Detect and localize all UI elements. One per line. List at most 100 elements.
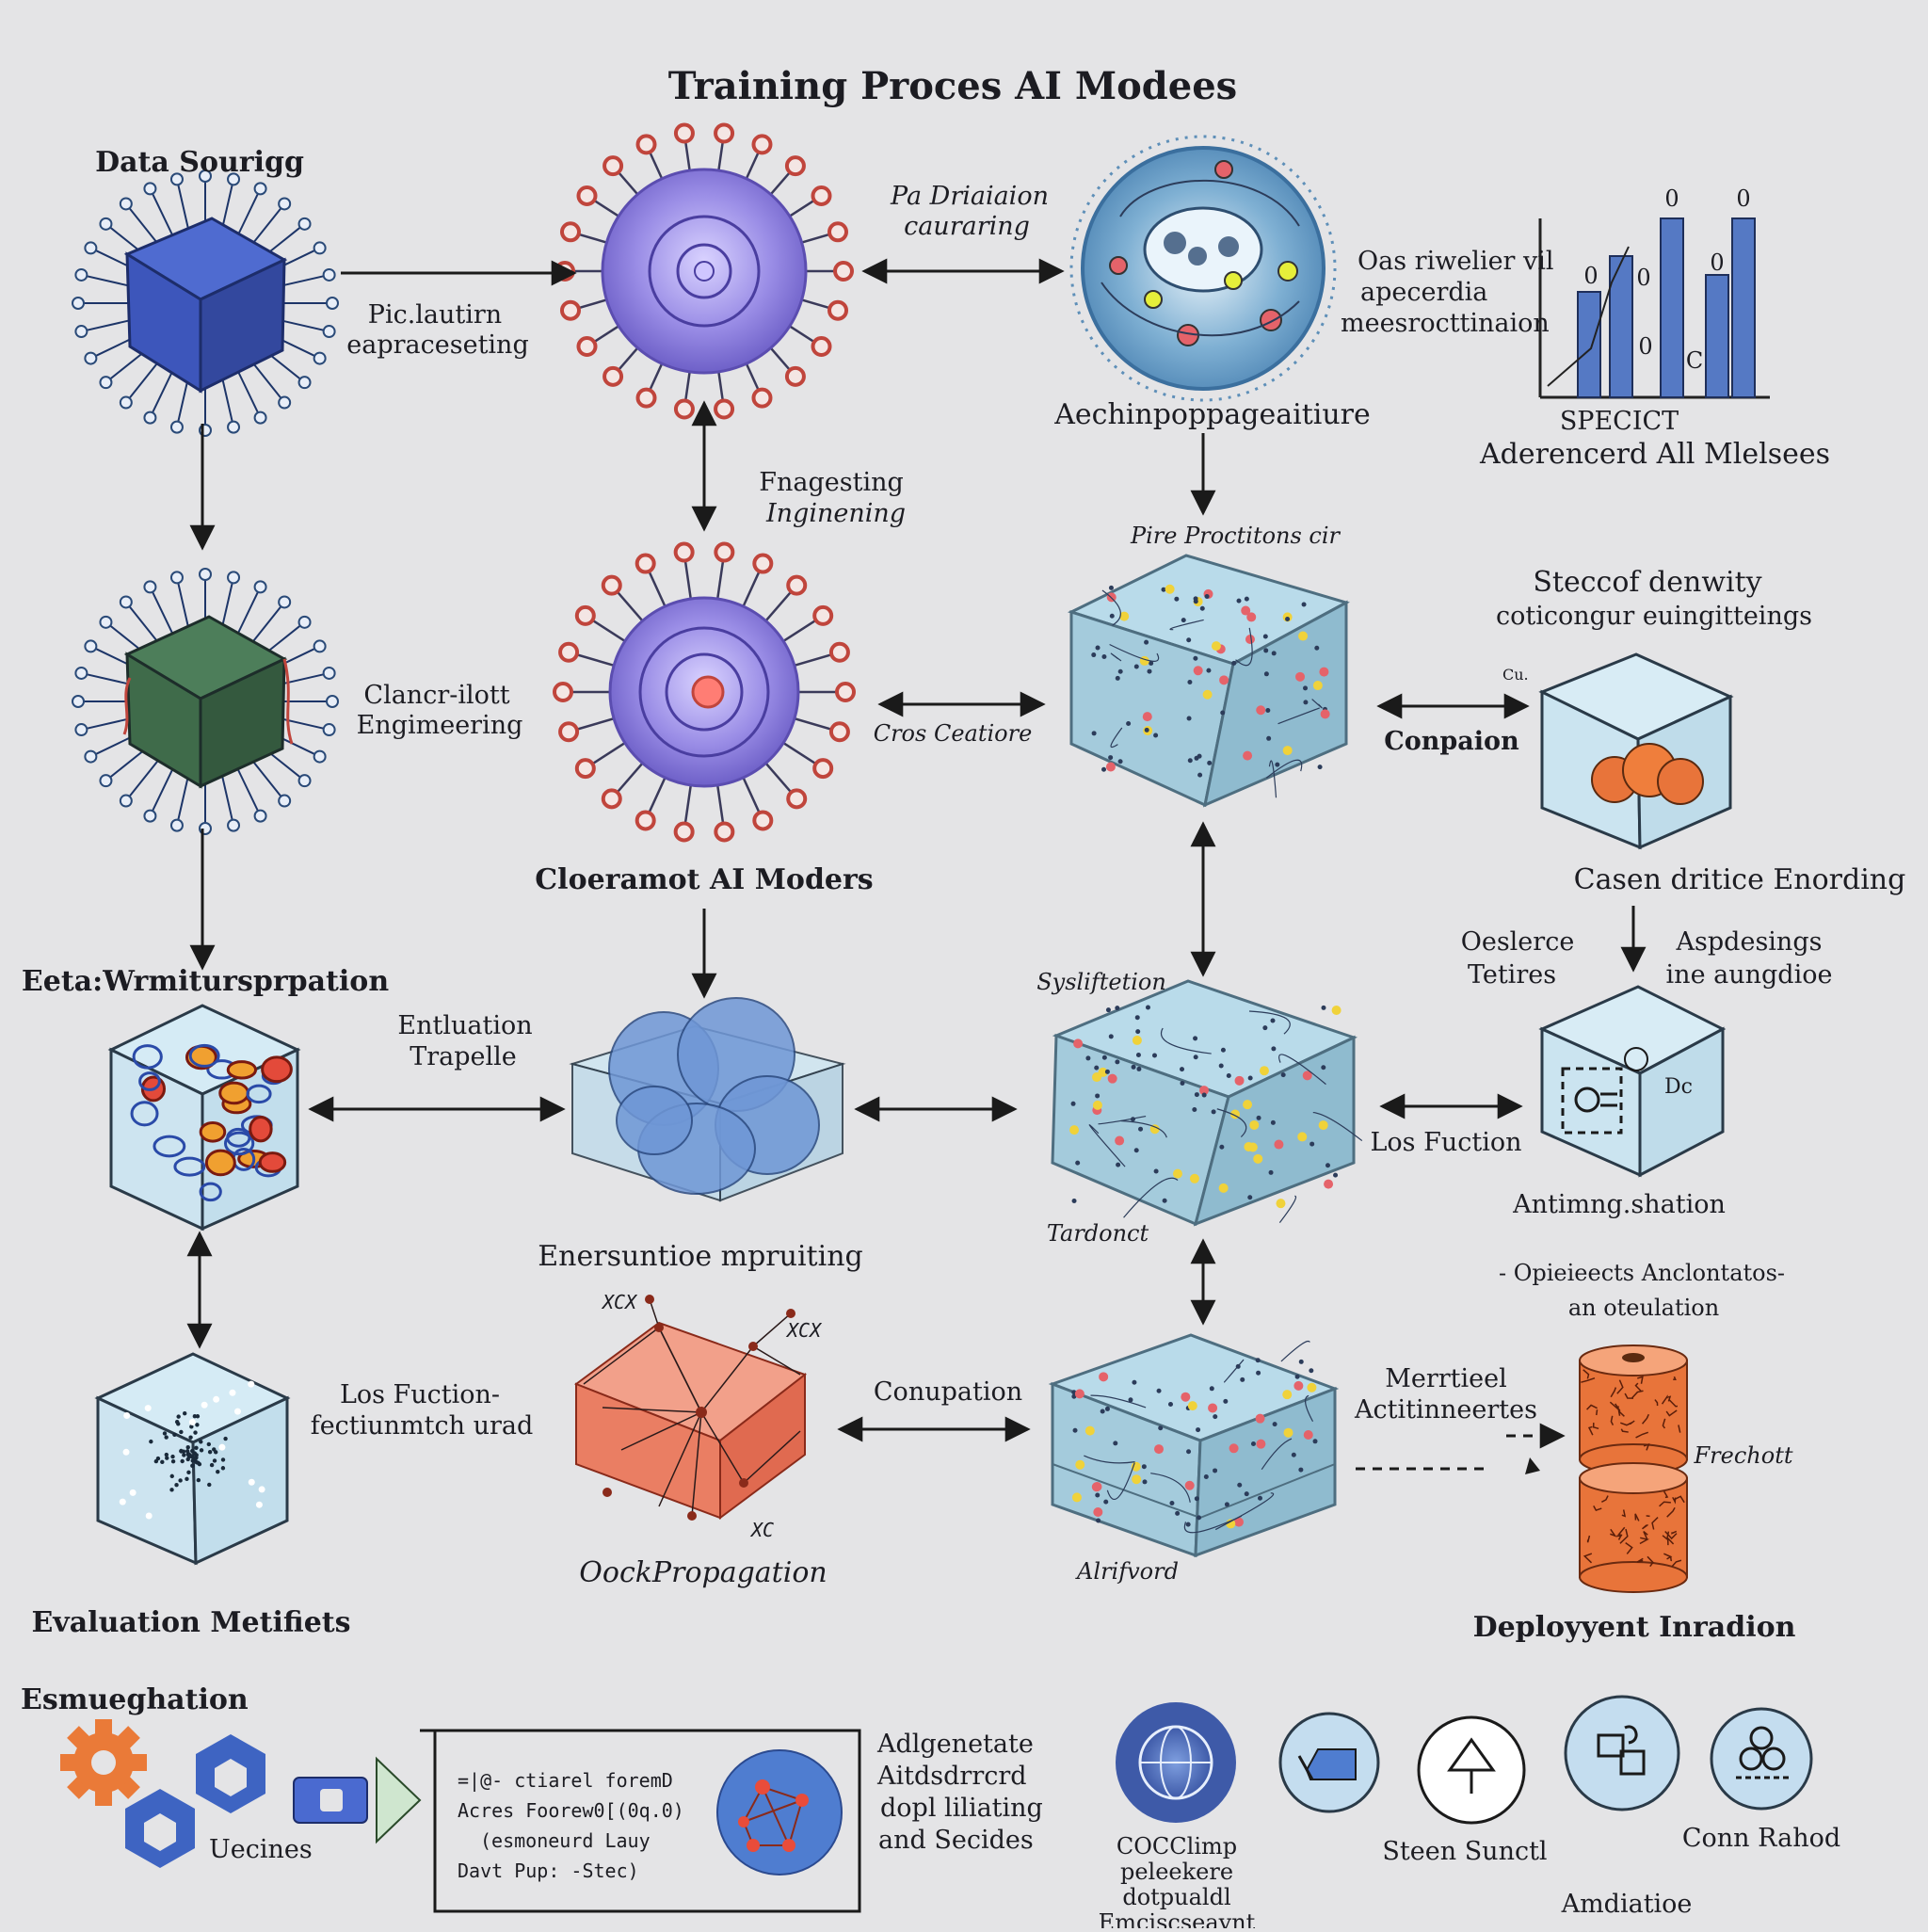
label-loss2-2: fectiunmtch urad (310, 1411, 534, 1441)
folder-icon (1278, 1712, 1380, 1813)
hexagon-icons (125, 1734, 265, 1868)
syslifetion-cube (1051, 979, 1363, 1227)
label-cluster-eng-2: Engimeering (356, 711, 523, 740)
connector-icon (293, 1756, 422, 1844)
label-cross: Cros Ceatiore (873, 720, 1033, 747)
label-metrics-act-2: Actitinneertes (1355, 1395, 1537, 1425)
chart-mark-3: 0 (1664, 185, 1679, 212)
label-anti: Antimng.shation (1513, 1190, 1726, 1219)
label-loss-function: Los Fuction (1370, 1128, 1522, 1157)
label-comparison: Conpaion (1384, 727, 1519, 756)
preprocessing-virus (554, 122, 854, 420)
chart-mark-7: C (1685, 347, 1704, 374)
chart-mark-2: 0 (1636, 265, 1651, 291)
label-data-source: Data Sourigg (95, 146, 304, 179)
label-encoding: Casen dritice Enording (1573, 863, 1906, 896)
code-line-3: (esmoneurd Lauy (480, 1829, 651, 1852)
label-meta: Eeta:Wrmitursprpation (21, 965, 390, 998)
note-line-4: and Secides (878, 1826, 1034, 1855)
icon3-label: Steen Sunctl (1382, 1837, 1548, 1866)
label-density-2: coticongur euingitteings (1496, 602, 1812, 631)
code-line-2: Acres Foorew0[(0q.0) (458, 1799, 684, 1822)
label-frechott: Frechott (1694, 1442, 1793, 1469)
label-computation: Conupation (873, 1377, 1023, 1407)
warning-icon (1417, 1715, 1526, 1825)
puzzle-icon (1564, 1695, 1680, 1811)
label-eval-pipeline-1: Entluation (397, 1011, 533, 1040)
label-model-title: Cloeramot AI Moders (535, 863, 874, 896)
chart-note-2: apecerdia (1360, 278, 1488, 307)
label-feature-eng-1: Fnagesting (759, 468, 904, 497)
label-alrifvord: Alrifvord (1077, 1558, 1179, 1585)
label-final: Amdiatioe (1561, 1890, 1693, 1919)
label-distribution-2: cauraring (904, 212, 1030, 241)
chart-label-2: Aderencerd All Mlelsees (1479, 438, 1831, 471)
chart-mark-5: 0 (1736, 185, 1751, 212)
pre-processing-cube (1067, 554, 1350, 808)
note-line-3: dopl liliating (880, 1794, 1043, 1823)
chart-label-1: SPECICT (1559, 407, 1679, 436)
label-uecines: Uecines (209, 1835, 313, 1864)
cluster-engineering-cube (72, 568, 339, 835)
code-line-1: =|@- ctiarel foremD (458, 1769, 673, 1792)
icon1-label-2: peleekere (1119, 1859, 1234, 1885)
computation-slab (1048, 1333, 1340, 1558)
chart-note-1: Oas riwelier vil (1358, 247, 1554, 276)
feature-engineering-virus (553, 541, 856, 843)
label-distribution-1: Pa Driaiaion (891, 182, 1049, 211)
label-oeslerce-2: Tetires (1467, 960, 1557, 990)
label-opt-1: - Opieieects Anclontatos- (1498, 1260, 1786, 1286)
label-density-1: Steccof denwity (1533, 566, 1762, 599)
label-small-cu: Cu. (1502, 666, 1529, 684)
label-preprocessing-1: Pic.lautirn (367, 300, 503, 330)
label-metrics-act-1: Merrtieel (1385, 1364, 1507, 1393)
evaluation-cube (94, 1352, 291, 1566)
diagram-title: Training Proces AI Modees (667, 64, 1238, 108)
label-tardonct: Tardonct (1046, 1220, 1149, 1247)
chart-mark-6: 0 (1638, 333, 1653, 360)
data-source-cube (72, 169, 339, 437)
backprop-mesh (573, 1295, 808, 1521)
code-panel (420, 1729, 861, 1913)
architecture-cell (1069, 135, 1337, 402)
encoding-box (1538, 652, 1734, 850)
label-cluster-eng-1: Clancr-ilott (363, 681, 510, 710)
label-preprocessing-2: eapraceseting (346, 330, 529, 360)
label-pre-proc: Pire Proctitons cir (1130, 523, 1341, 549)
meta-cube (107, 1004, 301, 1232)
label-eval-metrics: Evaluation Metifiets (31, 1606, 351, 1639)
label-aspdesings-1: Aspdesings (1676, 927, 1823, 957)
icon1-label-4: Emciscseaynt (1098, 1910, 1256, 1928)
gear-icon (60, 1719, 147, 1806)
label-backprop: OockPropagation (579, 1556, 827, 1589)
globe-icon (1116, 1702, 1236, 1823)
label-enc-input: Enersuntioe mpruiting (538, 1240, 863, 1273)
label-loss2-1: Los Fuction- (339, 1380, 501, 1409)
label-xcx-2: XCX (787, 1319, 822, 1342)
molecule-icon (1710, 1707, 1813, 1811)
code-line-4: Davt Pup: -Stec) (458, 1860, 639, 1882)
flow-arrows (186, 258, 1647, 1474)
icon5-label: Conn Rahod (1681, 1824, 1841, 1853)
label-aspdesings-2: ine aungdioe (1665, 960, 1833, 990)
loss-box (1538, 985, 1727, 1178)
label-bottom-section: Esmueghation (21, 1683, 249, 1716)
label-xcx-1: XCX (602, 1291, 637, 1313)
label-oeslerce-1: Oeslerce (1460, 927, 1575, 957)
chart-note-3: meesrocttinaion (1341, 309, 1550, 338)
label-box-dc: Dc (1664, 1075, 1693, 1099)
label-architecture: Aechinpoppageaitiure (1054, 398, 1371, 431)
bar-chart-icon (1538, 217, 1770, 399)
label-deployment: Deployyent Inradion (1472, 1611, 1796, 1644)
note-line-2: Aitdsdrrcrd (877, 1762, 1027, 1791)
note-line-1: Adlgenetate (877, 1730, 1034, 1759)
label-syslifetion: Sysliftetion (1036, 969, 1166, 995)
encoder-cloud-box (569, 997, 846, 1202)
deployment-cylinders (1579, 1344, 1688, 1593)
label-xcx-3: XC (751, 1519, 775, 1541)
chart-mark-4: 0 (1710, 250, 1725, 276)
icon1-label-3: dotpualdl (1122, 1884, 1231, 1910)
label-opt-2: an oteulation (1567, 1295, 1720, 1321)
